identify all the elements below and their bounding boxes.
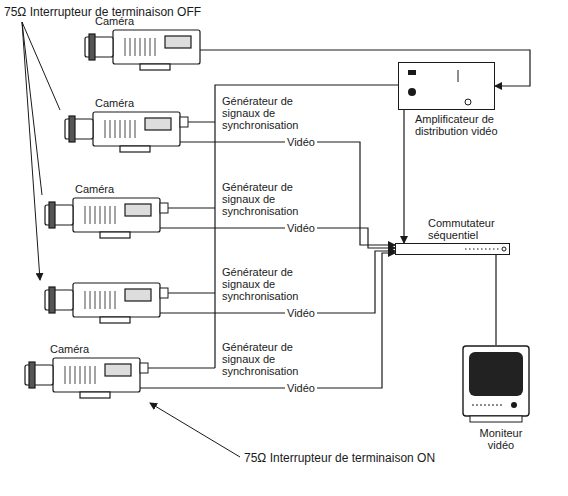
signal-name: Vidéo [285,307,317,319]
monitor-box: Moniteur vidéo [462,345,530,423]
amplifier-detail [398,62,495,110]
node-label: Caméra [75,183,155,195]
signal-name: Vidéo [285,136,317,148]
signal-name: Vidéo [285,382,317,394]
node-label: Amplificateur de distribution vidéo [415,113,535,137]
callout-note: 75Ω Interrupteur de terminaison OFF [4,5,304,19]
node-label: Caméra [50,343,130,355]
signal-wire [403,110,404,243]
signal-wire [495,255,496,345]
device-label: Générateur de signaux de synchronisation [222,266,327,302]
leader-line [22,22,60,280]
t-connectors [140,117,188,373]
camera-illustration [45,198,160,238]
node-label: Moniteur vidéo [466,427,536,451]
leader-line [150,403,240,457]
sync-branch [140,122,215,368]
signal-wire [160,228,395,248]
node-label: Commutateur séquentiel [428,217,518,241]
node-label: Caméra [95,97,175,109]
signal-name: Vidéo [285,222,317,234]
callout-note: 75Ω Interrupteur de terminaison ON [244,451,544,465]
switcher-box: Commutateur séquentiel [395,243,510,255]
device-label: Générateur de signaux de synchronisation [222,181,327,217]
signal-wire [140,253,395,388]
switcher-detail [395,243,510,255]
device-label: Générateur de signaux de synchronisation [222,341,327,377]
camera-node: Caméra [85,30,200,70]
monitor-illustration [462,345,530,423]
sync-wire [215,85,398,368]
camera-illustration [25,358,140,398]
camera-illustration [65,112,180,152]
signal-wire [180,142,395,245]
camera-illustration [45,283,160,323]
camera-illustrations [25,30,200,398]
camera-node: Caméra [65,112,180,152]
camera-illustration [85,30,200,70]
camera-node: Caméra [45,198,160,238]
camera-node: Caméra [25,358,140,398]
device-label: Générateur de signaux de synchronisation [222,95,327,131]
video-wire [160,251,395,313]
amplifier-box: Amplificateur de distribution vidéo [398,62,495,110]
